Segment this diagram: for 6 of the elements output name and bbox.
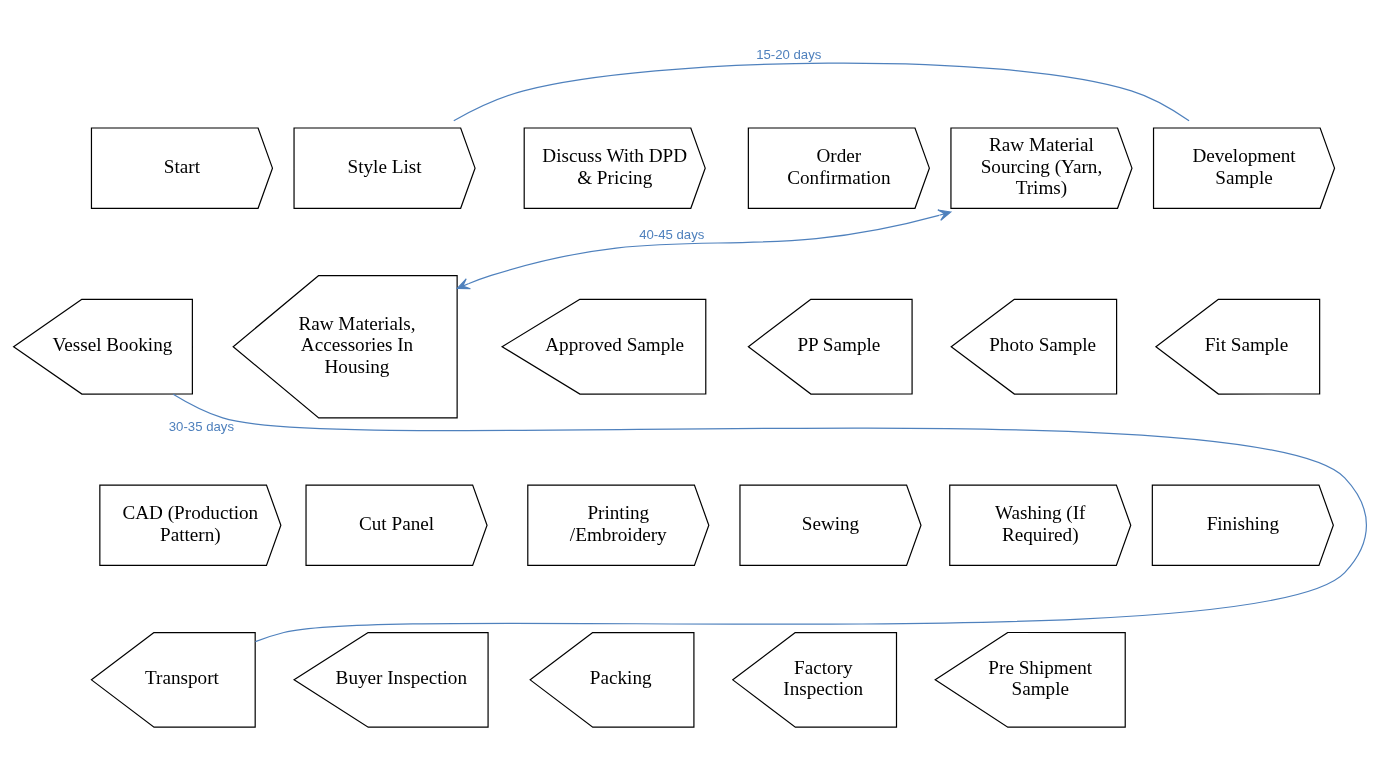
connector (172, 393, 1368, 643)
edge-label: 15-20 days (756, 47, 822, 63)
edge-label: 30-35 days (168, 419, 234, 435)
connector (453, 62, 1190, 122)
arrow (456, 209, 952, 290)
edge-label: 40-45 days (639, 227, 705, 243)
